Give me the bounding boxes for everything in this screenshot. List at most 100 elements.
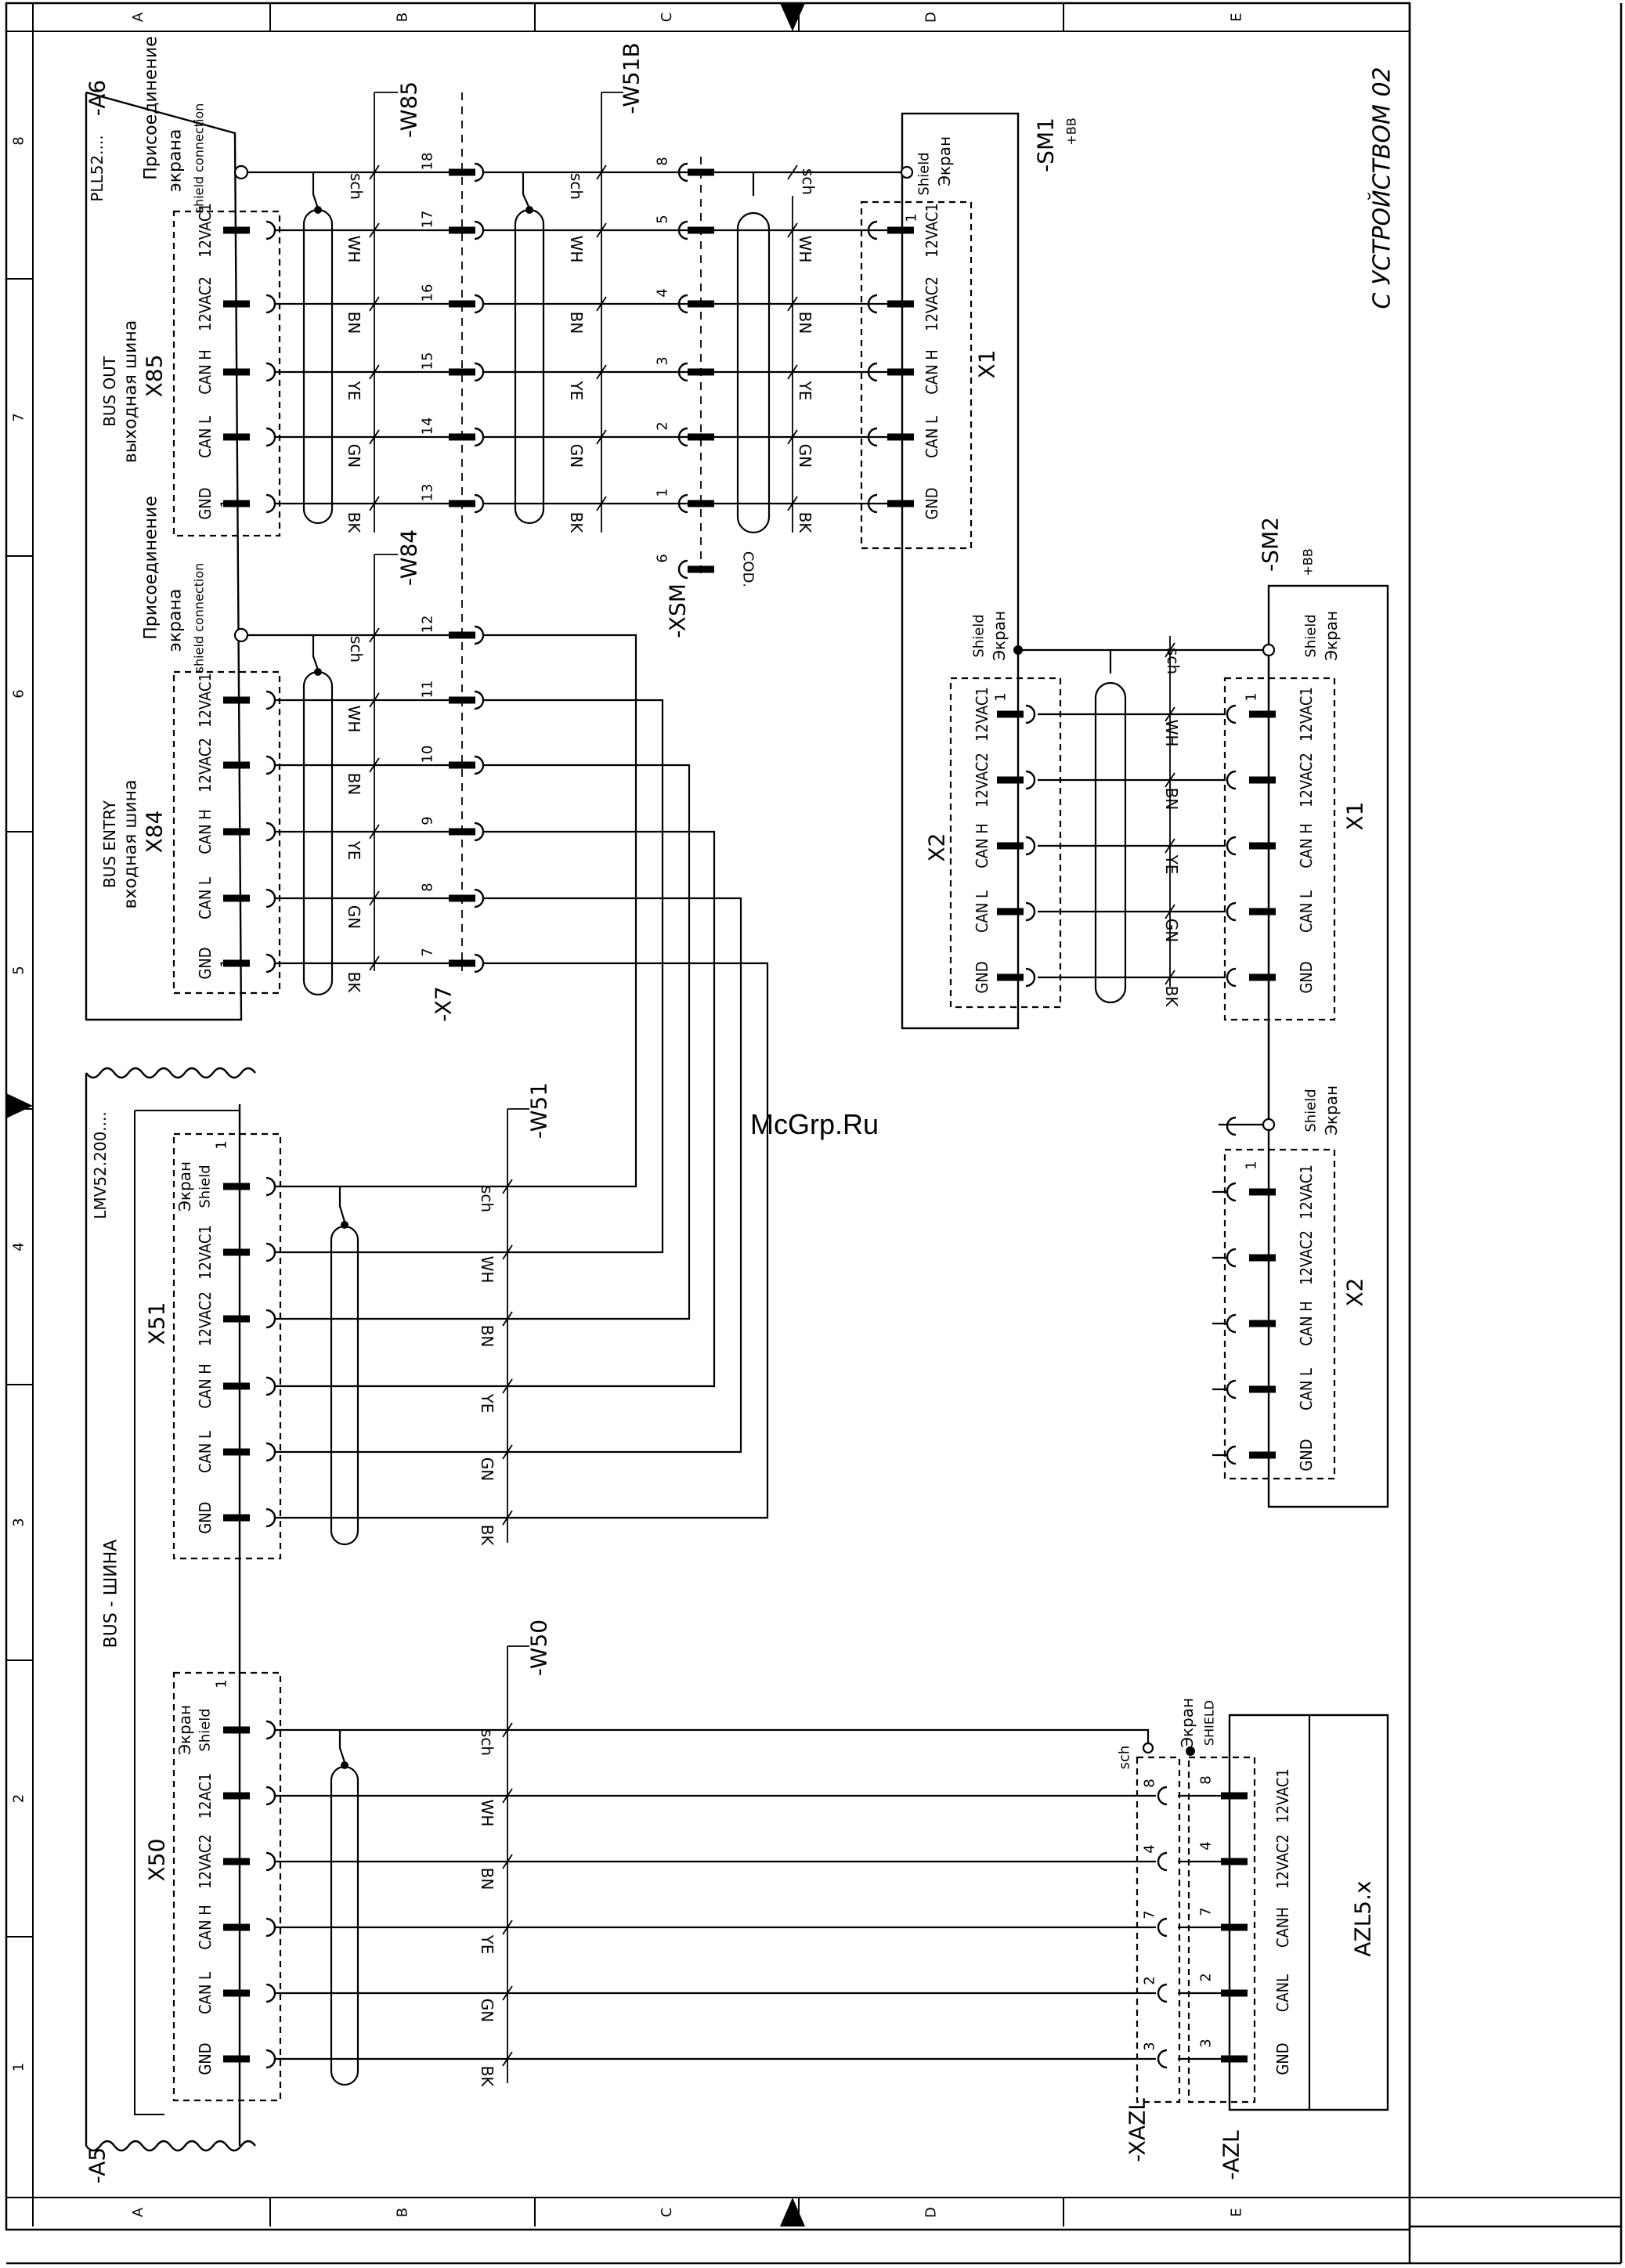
socket	[265, 1176, 276, 1197]
terminal-number: 6	[655, 554, 671, 562]
column-label: E	[1229, 2208, 1245, 2216]
terminal-number: 11	[420, 681, 436, 699]
wire-color: BN	[567, 312, 586, 334]
pin-number: 7	[1198, 1907, 1215, 1916]
shield-drain	[338, 1186, 346, 1222]
pin-number: 1	[904, 213, 920, 222]
wire-color: sch	[1164, 648, 1183, 674]
xazl-shield-terminal	[1142, 1742, 1154, 1754]
pin-bar	[688, 433, 714, 441]
pin-number: 1	[218, 499, 235, 507]
socket	[677, 559, 688, 580]
cable-tick	[502, 1722, 513, 1738]
device-location: +BB	[1064, 117, 1079, 145]
cable-tick	[369, 627, 380, 643]
wire-color: YE	[796, 381, 814, 401]
pin-bar	[223, 368, 250, 376]
pin-label: CAN H	[196, 1363, 215, 1409]
w84-shield	[302, 670, 334, 996]
pin-bar	[223, 696, 250, 704]
socket	[677, 220, 688, 240]
pin-number: 1	[1244, 692, 1260, 701]
pin-label: 12VAC2	[196, 276, 215, 331]
pin-bar	[223, 1248, 250, 1256]
wire-color: YE	[345, 840, 363, 861]
x50-name: X50	[144, 1839, 170, 1882]
wire-line	[276, 699, 664, 1254]
terminal-number: 3	[1142, 2042, 1158, 2050]
connector-name: X2	[1342, 1278, 1368, 1307]
socket	[265, 362, 276, 382]
junction-dot	[341, 1221, 348, 1229]
socket	[265, 2049, 276, 2069]
pin-bar	[997, 710, 1024, 718]
shield-connection-label: Присоединение	[142, 496, 161, 640]
terminal-number: 2	[655, 421, 671, 430]
terminal-number: 2	[1142, 1976, 1158, 1984]
socket	[1157, 1851, 1168, 1872]
pin-label: CAN L	[196, 1972, 215, 2014]
pin-bar	[688, 500, 714, 507]
azl-pin-block	[1187, 1756, 1256, 2104]
cable-tag: -W84	[396, 529, 422, 586]
socket	[1226, 1248, 1237, 1268]
pin-bar	[997, 908, 1024, 916]
pin-bar	[223, 500, 250, 507]
sm1-shield-dot	[1013, 645, 1023, 655]
pin-bar	[223, 761, 250, 769]
column-label: D	[923, 2207, 940, 2218]
terminal-number: 8	[1142, 1779, 1158, 1787]
shield-connection-en: shield connection	[192, 563, 207, 674]
wire-line	[276, 634, 637, 1188]
socket	[265, 1376, 276, 1396]
pin-bar	[1249, 1188, 1276, 1196]
connector-name: X1	[1342, 802, 1368, 831]
socket	[265, 953, 276, 973]
terminal-number: 4	[655, 288, 671, 297]
pin-label: 12VAC1	[196, 203, 215, 258]
wire-color: GN	[345, 444, 363, 468]
wire-color: YE	[345, 381, 363, 401]
wire-color: WH	[796, 236, 814, 263]
cable-tick	[596, 364, 607, 380]
cable-tick	[502, 1378, 513, 1394]
device-tag: -SM2	[1258, 517, 1284, 572]
socket	[265, 294, 276, 314]
cable-tick	[596, 429, 607, 445]
pin-label: CAN L	[923, 416, 941, 458]
pin-bar	[223, 1792, 250, 1800]
w51b-shield	[514, 208, 545, 525]
terminal-tag: -XSM	[665, 583, 691, 638]
socket	[1226, 704, 1237, 724]
pin-bar	[223, 1382, 250, 1390]
socket	[1157, 1917, 1168, 1938]
device-model: AZL5.x	[1350, 1880, 1376, 1956]
cable-tick	[787, 364, 798, 380]
pin-bar	[449, 300, 475, 308]
pin-label: 12VAC2	[923, 276, 941, 331]
terminal-number: 8	[655, 157, 671, 165]
cable-tick	[502, 1244, 513, 1260]
pin-number: 1	[214, 1140, 230, 1149]
socket	[1226, 967, 1237, 988]
cable-tick	[502, 1919, 513, 1935]
pin-label: CAN L	[1297, 1368, 1316, 1410]
socket	[1226, 1313, 1237, 1334]
wire-color: BN	[796, 312, 814, 334]
terminal-number: 4	[1142, 1844, 1158, 1853]
socket	[1157, 1786, 1168, 1806]
shield-drain	[522, 172, 531, 209]
pin-label: GND	[1297, 961, 1316, 993]
pin-bar	[449, 168, 475, 176]
pin-label: 12VAC2	[973, 753, 991, 807]
pin-label: CAN L	[1297, 890, 1316, 933]
shield-connection-label: экрана	[166, 589, 186, 652]
pin-bar	[449, 226, 475, 234]
pin-label: CAN L	[196, 1431, 215, 1473]
pin-label: Экран	[175, 1705, 194, 1755]
socket	[265, 888, 276, 908]
socket	[867, 362, 878, 382]
w85-shield	[302, 208, 334, 525]
shield-drain	[338, 1730, 346, 1763]
device-location: +BB	[1301, 548, 1316, 576]
